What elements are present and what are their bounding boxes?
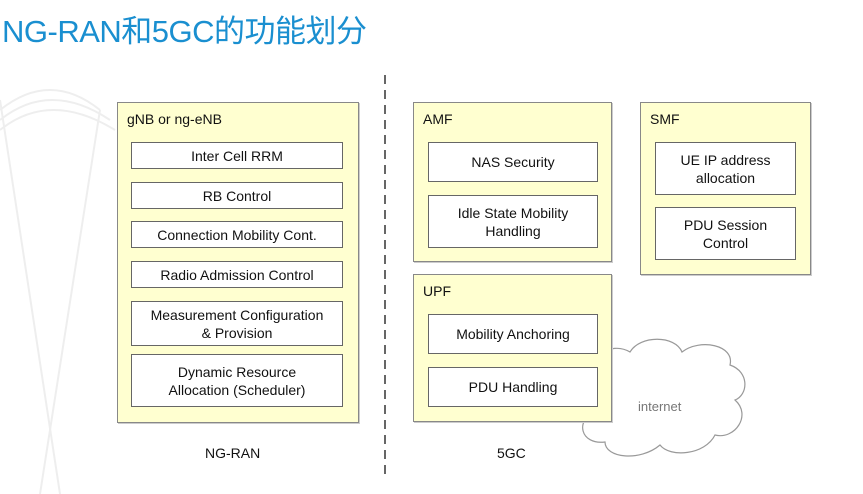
function-box: Measurement Configuration & Provision: [131, 301, 343, 346]
ran-footer: NG-RAN: [205, 445, 261, 461]
function-box: Radio Admission Control: [131, 261, 343, 288]
ran-label: gNB or ng-eNB: [127, 111, 222, 127]
upf-label: UPF: [423, 283, 451, 299]
smf-label: SMF: [650, 111, 680, 127]
function-box: Inter Cell RRM: [131, 142, 343, 169]
internet-label: internet: [638, 399, 682, 414]
page-title: NG-RAN和5GC的功能划分: [2, 14, 367, 49]
decorative-arcs: [0, 89, 116, 494]
function-box: RB Control: [131, 182, 343, 209]
function-box: PDU Handling: [428, 367, 598, 407]
core-footer: 5GC: [497, 445, 526, 461]
function-box: Idle State Mobility Handling: [428, 195, 598, 248]
function-box: Dynamic Resource Allocation (Scheduler): [131, 354, 343, 407]
function-box: Mobility Anchoring: [428, 314, 598, 354]
function-box: NAS Security: [428, 142, 598, 182]
function-box: UE IP address allocation: [655, 142, 796, 195]
amf-label: AMF: [423, 111, 453, 127]
function-box: PDU Session Control: [655, 207, 796, 260]
internet-cloud: [582, 338, 746, 457]
function-box: Connection Mobility Cont.: [131, 221, 343, 248]
